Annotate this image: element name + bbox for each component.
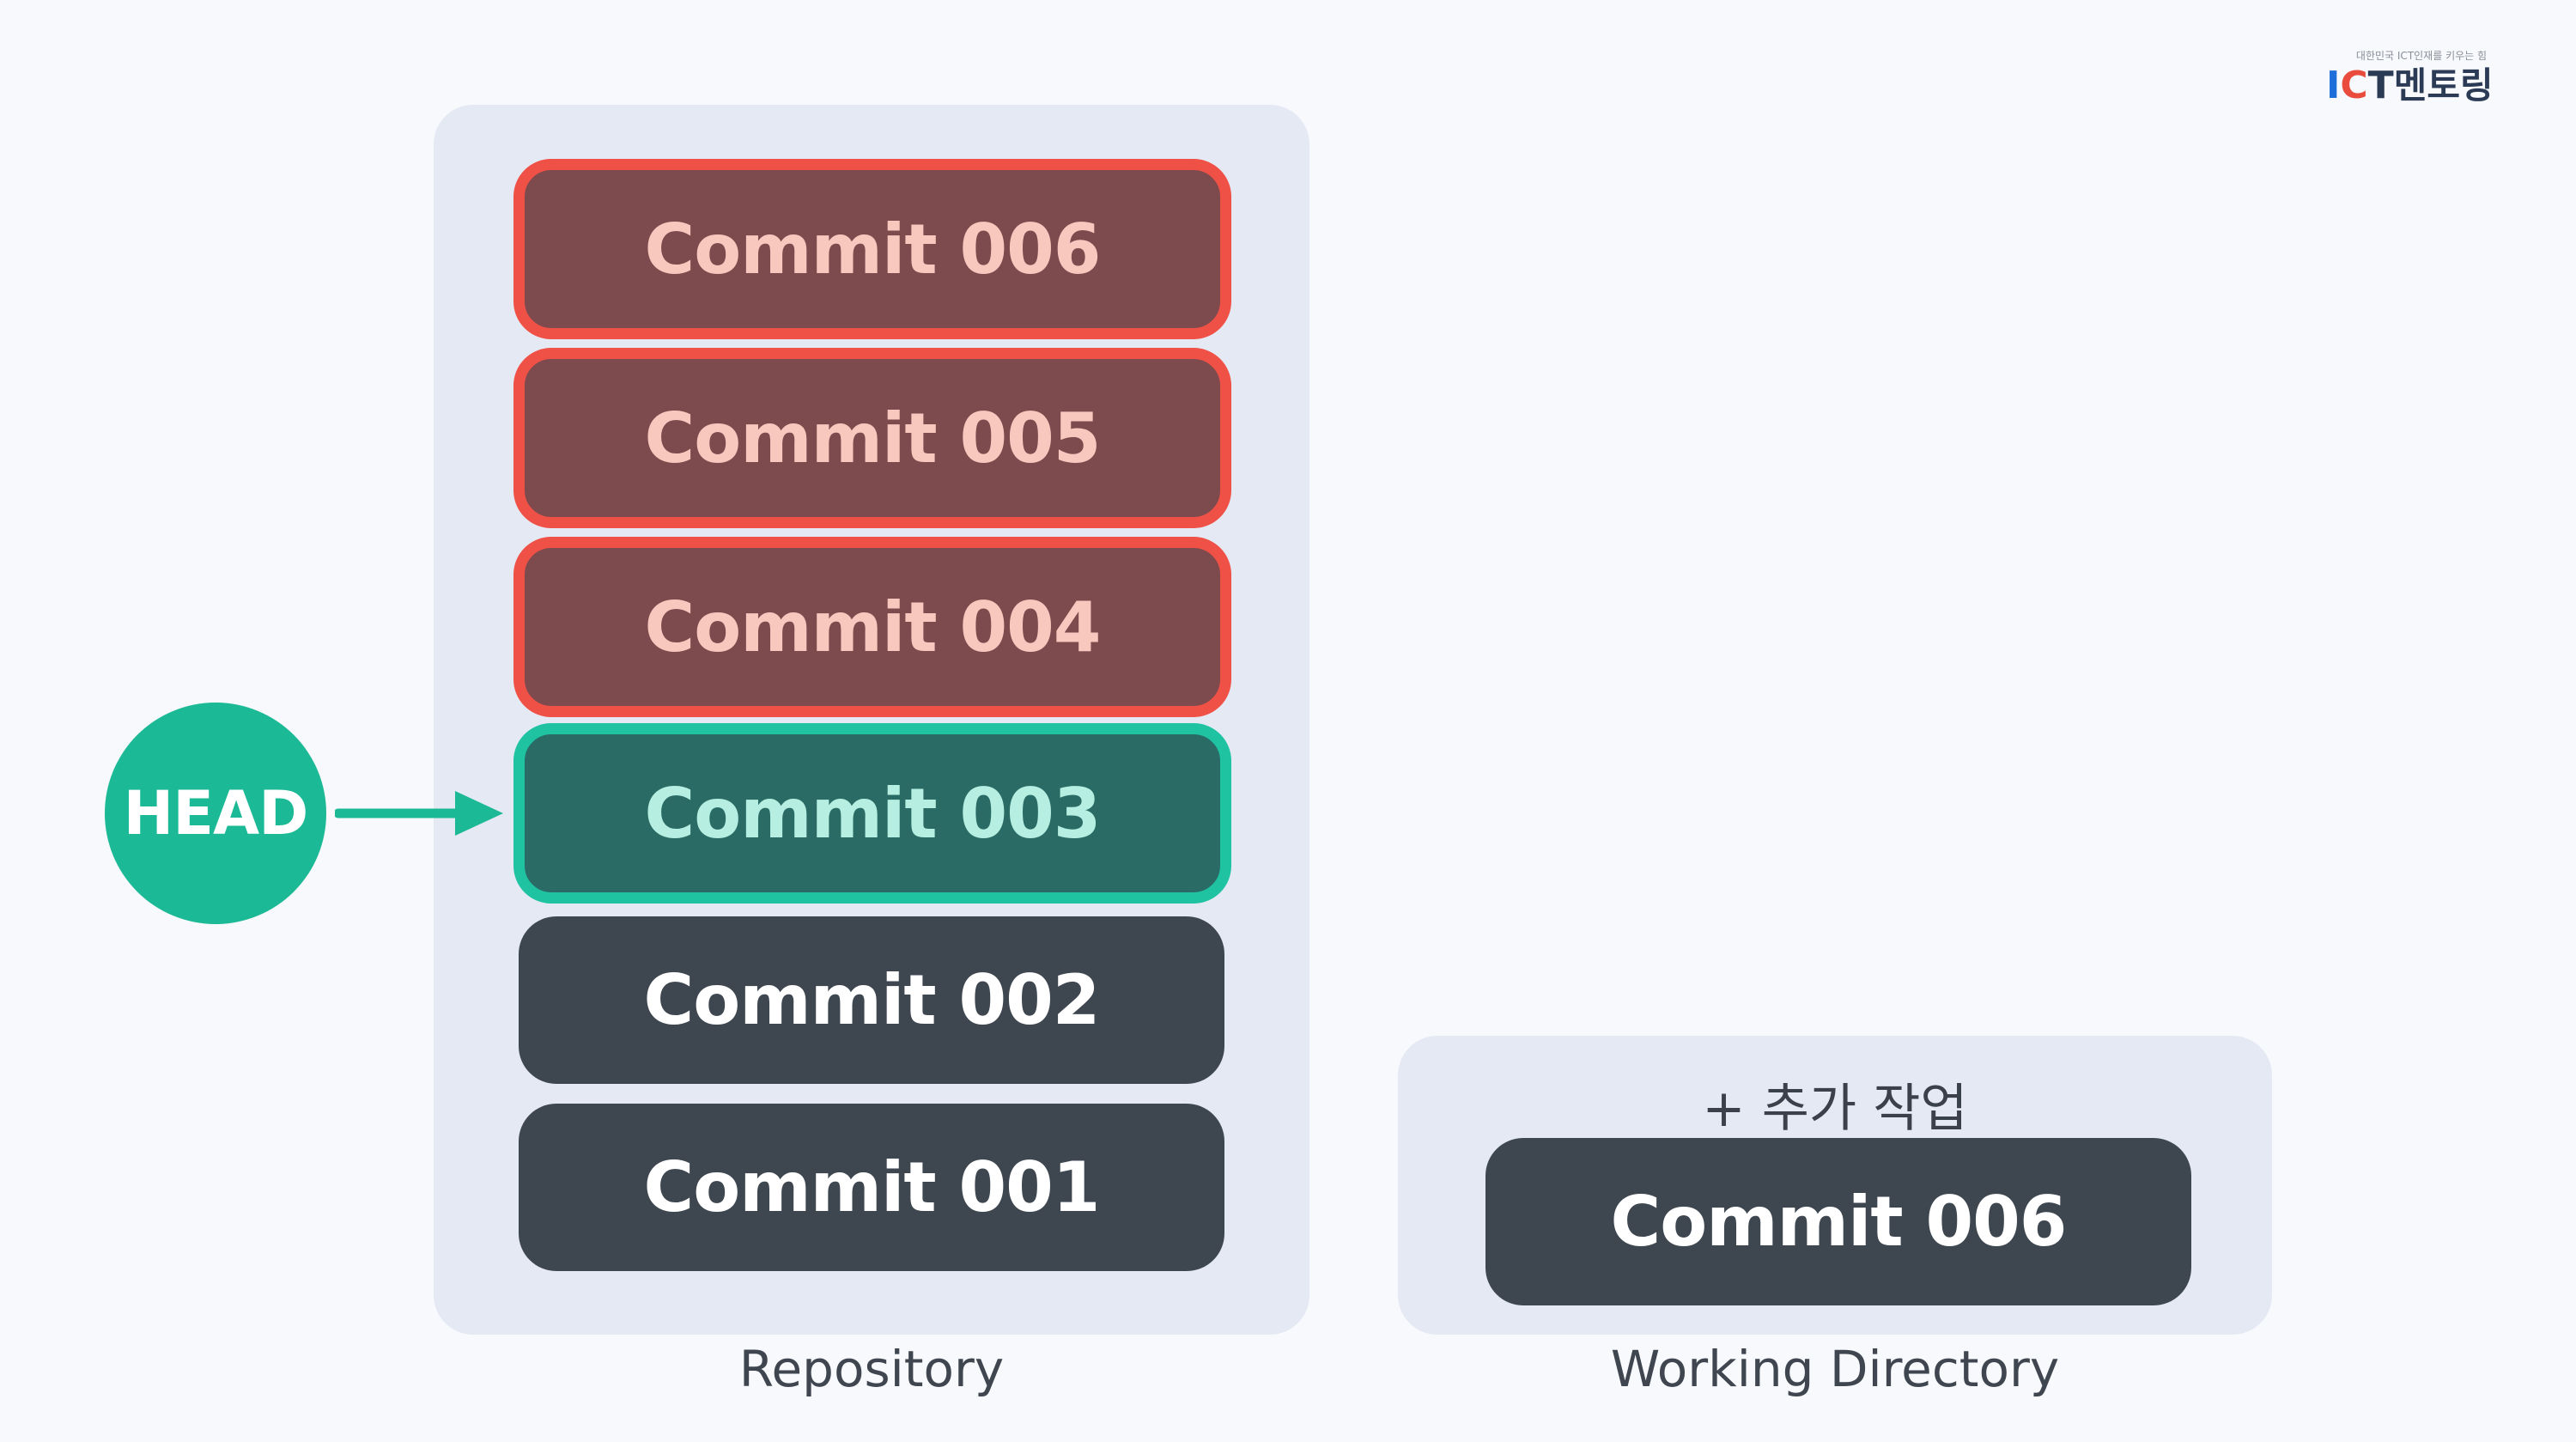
commit-label: Commit 003 bbox=[644, 773, 1102, 854]
head-label: HEAD bbox=[123, 778, 309, 849]
repo-commit-003-head: Commit 003 bbox=[513, 723, 1231, 904]
repository-caption: Repository bbox=[738, 1340, 1005, 1398]
commit-label: Commit 002 bbox=[643, 960, 1101, 1040]
working-directory-caption: Working Directory bbox=[1610, 1340, 2060, 1398]
logo-letter-i: I bbox=[2326, 64, 2341, 107]
commit-label: Commit 006 bbox=[1610, 1182, 2068, 1262]
repo-commit-004: Commit 004 bbox=[513, 537, 1231, 717]
working-directory-note: + 추가 작업 bbox=[1702, 1079, 1968, 1139]
logo-korean: 멘토링 bbox=[2393, 64, 2494, 106]
wd-commit-006: Commit 006 bbox=[1485, 1138, 2191, 1305]
commit-label: Commit 001 bbox=[643, 1147, 1101, 1227]
commit-label: Commit 006 bbox=[644, 209, 1102, 289]
head-pointer: HEAD bbox=[105, 703, 326, 924]
repo-commit-006: Commit 006 bbox=[513, 159, 1231, 339]
repo-commit-001: Commit 001 bbox=[519, 1104, 1224, 1271]
logo-letter-c: C bbox=[2340, 64, 2368, 107]
ict-mentoring-logo: 대한민국 ICT인재를 키우는 힘 ICT멘토링 bbox=[2323, 45, 2507, 113]
logo-tagline: 대한민국 ICT인재를 키우는 힘 bbox=[2355, 50, 2488, 62]
commit-label: Commit 005 bbox=[644, 398, 1102, 478]
head-arrow-icon bbox=[335, 791, 503, 836]
repo-commit-002: Commit 002 bbox=[519, 916, 1224, 1084]
logo-letter-t: T bbox=[2367, 64, 2394, 107]
repo-commit-005: Commit 005 bbox=[513, 348, 1231, 528]
commit-label: Commit 004 bbox=[644, 587, 1102, 667]
logo-mark: ICT멘토링 bbox=[2326, 62, 2494, 110]
